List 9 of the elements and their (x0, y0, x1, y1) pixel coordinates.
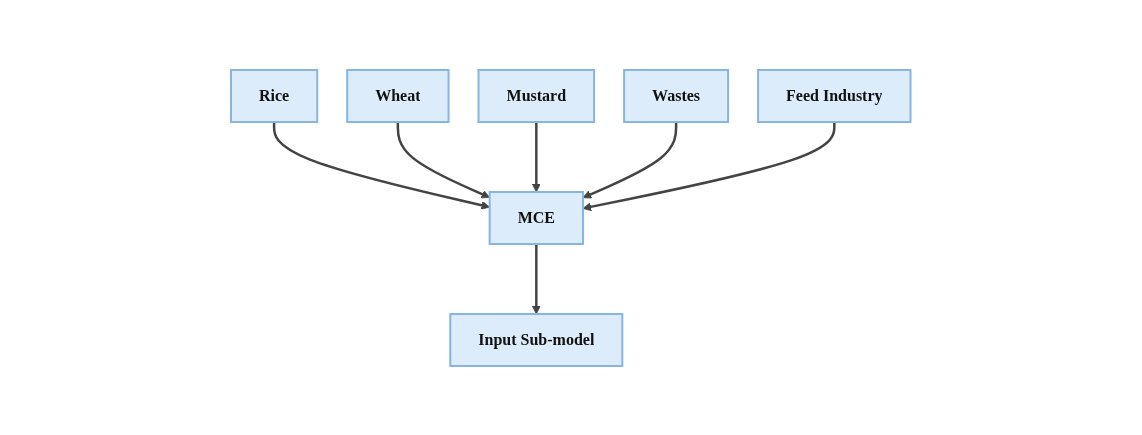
node-box: Rice (230, 68, 319, 123)
node-box: Input Sub-model (449, 312, 624, 367)
node-box: Feed Industry (757, 68, 912, 123)
node-box: Mustard (477, 68, 596, 123)
node-box: MCE (488, 190, 585, 245)
node-box: Wastes (623, 68, 730, 123)
arrow (532, 121, 541, 192)
node-box: Wheat (346, 68, 450, 123)
arrow (532, 243, 541, 314)
